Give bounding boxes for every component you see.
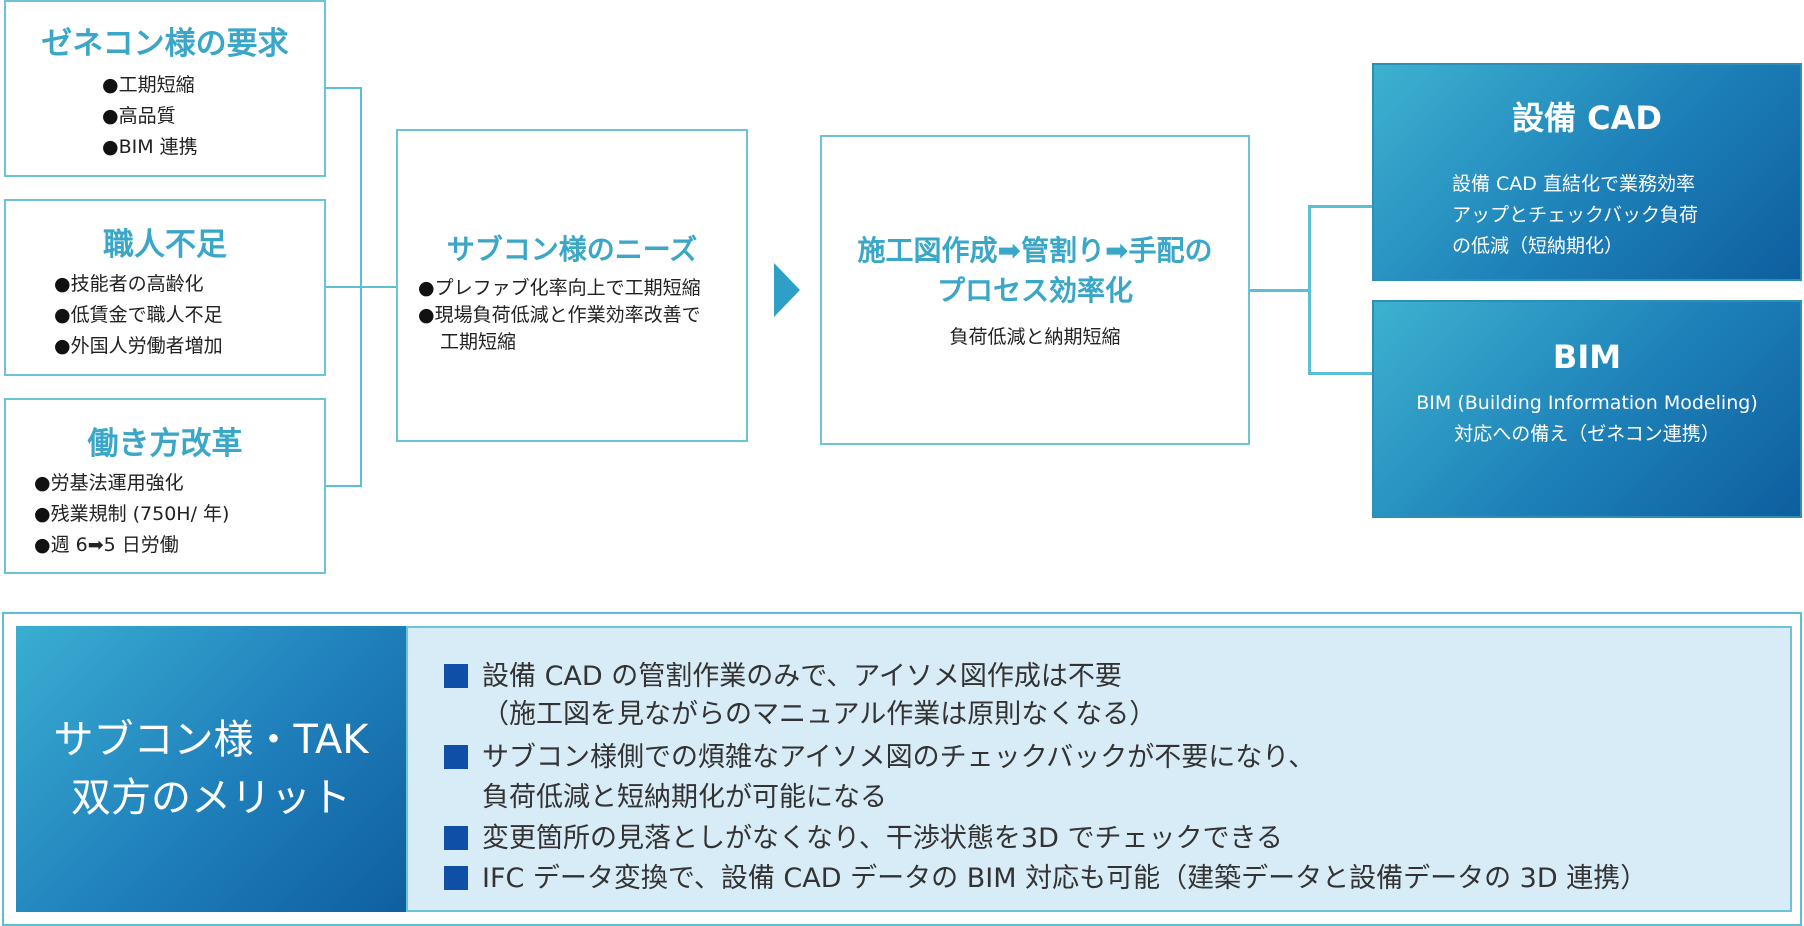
connector-line — [1250, 289, 1310, 292]
requirement-box-labor-shortage: 職人不足 技能者の高齢化 低賃金で職人不足 外国人労働者増加 — [4, 199, 326, 376]
requirement-box-general-contractor: ゼネコン様の要求 工期短縮 高品質 BIM 連携 — [4, 0, 326, 177]
list-item: 現場負荷低減と作業効率改善で — [418, 302, 701, 329]
list-item: 技能者の高齢化 — [54, 269, 223, 300]
list-item: BIM 連携 — [102, 132, 198, 163]
bullet-list: 労基法運用強化 残業規制 (750H/ 年) 週 6➡5 日労働 — [34, 468, 230, 561]
connector-line — [360, 286, 397, 288]
square-bullet-icon — [444, 866, 468, 890]
list-item: 残業規制 (750H/ 年) — [34, 499, 230, 530]
merit-text: （施工図を見ながらのマニュアル作業は原則なくなる） — [482, 699, 1157, 730]
process-title-line2: プロセス効率化 — [936, 274, 1133, 307]
square-bullet-icon — [444, 826, 468, 850]
solution-title: BIM — [1552, 338, 1622, 376]
list-item: 高品質 — [102, 101, 198, 132]
merit-row: 設備 CAD の管割作業のみで、アイソメ図作成は不要 — [444, 654, 1122, 693]
desc-line: BIM (Building Information Modeling) — [1416, 392, 1758, 414]
needs-box: サブコン様のニーズ プレファブ化率向上で工期短縮 現場負荷低減と作業効率改善で … — [396, 129, 748, 442]
needs-continuation: 工期短縮 — [440, 331, 517, 353]
merit-list-panel: 設備 CAD の管割作業のみで、アイソメ図作成は不要 （施工図を見ながらのマニュ… — [406, 626, 1792, 912]
merit-title-line1: サブコン様・TAK — [53, 717, 369, 763]
process-title-line1: 施工図作成➡管割り➡手配の — [857, 234, 1213, 267]
solution-box-cad: 設備 CAD 設備 CAD 直結化で業務効率 アップとチェックバック負荷 の低減… — [1372, 63, 1802, 281]
connector-line — [326, 286, 362, 288]
connector-line — [326, 485, 362, 487]
square-bullet-icon — [444, 664, 468, 688]
needs-list: プレファブ化率向上で工期短縮 現場負荷低減と作業効率改善で — [418, 275, 701, 329]
box-title: ゼネコン様の要求 — [41, 26, 289, 62]
desc-line: 対応への備え（ゼネコン連携） — [1454, 423, 1720, 445]
merit-text: IFC データ変換で、設備 CAD データの BIM 対応も可能（建築データと設… — [482, 863, 1648, 894]
list-item: プレファブ化率向上で工期短縮 — [418, 275, 701, 302]
requirement-box-work-reform: 働き方改革 労基法運用強化 残業規制 (750H/ 年) 週 6➡5 日労働 — [4, 398, 326, 574]
process-box: 施工図作成➡管割り➡手配の プロセス効率化 負荷低減と納期短縮 — [820, 135, 1250, 445]
arrow-right-icon — [774, 263, 800, 317]
list-item: 週 6➡5 日労働 — [34, 530, 229, 561]
bullet-list: 工期短縮 高品質 BIM 連携 — [102, 70, 198, 163]
bullet-list: 技能者の高齢化 低賃金で職人不足 外国人労働者増加 — [54, 269, 223, 362]
merit-text: サブコン様側での煩雑なアイソメ図のチェックバックが不要になり、 — [482, 742, 1316, 773]
list-item: 労基法運用強化 — [34, 468, 229, 499]
merit-text: 変更箇所の見落としがなくなり、干渉状態を3D でチェックできる — [482, 823, 1283, 854]
list-item: 低賃金で職人不足 — [54, 300, 223, 331]
connector-line — [326, 87, 362, 89]
merit-text: 負荷低減と短納期化が可能になる — [482, 782, 887, 813]
merit-title-line2: 双方のメリット — [70, 775, 351, 821]
solution-desc: BIM (Building Information Modeling) 対応への… — [1374, 388, 1800, 450]
merit-row: （施工図を見ながらのマニュアル作業は原則なくなる） — [444, 692, 1156, 731]
desc-line: アップとチェックバック負荷 — [1452, 204, 1699, 226]
merit-row: IFC データ変換で、設備 CAD データの BIM 対応も可能（建築データと設… — [444, 856, 1647, 895]
box-title: 職人不足 — [103, 227, 227, 263]
merit-row: 負荷低減と短納期化が可能になる — [444, 775, 887, 814]
connector-line — [1308, 205, 1373, 208]
merit-section: サブコン様・TAK 双方のメリット 設備 CAD の管割作業のみで、アイソメ図作… — [2, 612, 1802, 926]
solution-title: 設備 CAD — [1512, 99, 1662, 137]
merit-row: 変更箇所の見落としがなくなり、干渉状態を3D でチェックできる — [444, 816, 1283, 855]
desc-line: の低減（短納期化） — [1452, 235, 1624, 257]
merit-row: サブコン様側での煩雑なアイソメ図のチェックバックが不要になり、 — [444, 735, 1315, 774]
needs-title: サブコン様のニーズ — [446, 233, 698, 266]
list-item: 工期短縮 — [102, 70, 198, 101]
solution-desc: 設備 CAD 直結化で業務効率 アップとチェックバック負荷 の低減（短納期化） — [1452, 169, 1698, 262]
connector-line — [1308, 205, 1311, 375]
square-bullet-icon — [444, 745, 468, 769]
process-subtitle: 負荷低減と納期短縮 — [949, 326, 1121, 348]
merit-title-panel: サブコン様・TAK 双方のメリット — [16, 626, 406, 912]
list-item: 外国人労働者増加 — [54, 331, 223, 362]
connector-line — [1308, 372, 1373, 375]
desc-line: 設備 CAD 直結化で業務効率 — [1452, 173, 1695, 195]
merit-text: 設備 CAD の管割作業のみで、アイソメ図作成は不要 — [482, 661, 1122, 692]
box-title: 働き方改革 — [87, 426, 243, 462]
solution-box-bim: BIM BIM (Building Information Modeling) … — [1372, 300, 1802, 518]
